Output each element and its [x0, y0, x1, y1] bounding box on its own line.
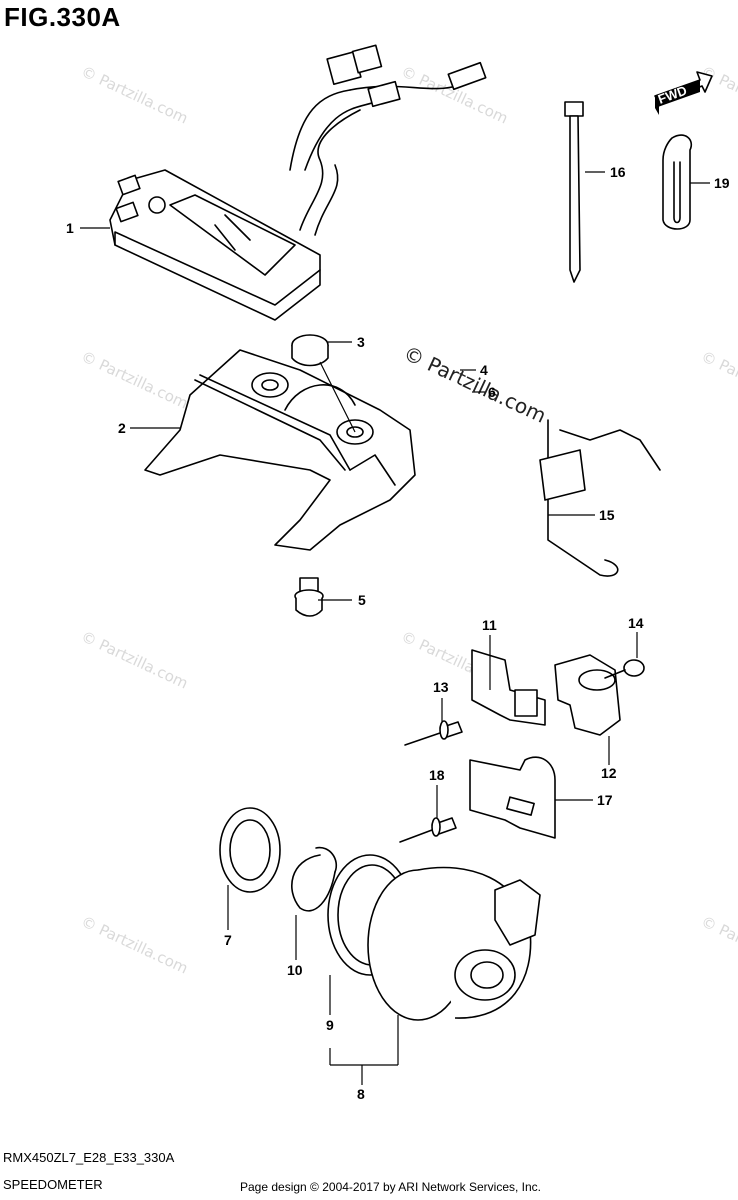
grommet: [291, 334, 356, 433]
watermark: © Partzilla.com: [78, 62, 191, 127]
callout-5: 5: [358, 592, 366, 608]
callout-6: 6: [488, 384, 496, 400]
callout-15: 15: [599, 507, 615, 523]
watermark: © Partzilla.com: [698, 347, 738, 412]
callout-16: 16: [610, 164, 626, 180]
fwd-arrow-icon: FWD: [654, 71, 713, 115]
copyright-credit: Page design © 2004-2017 by ARI Network S…: [240, 1180, 542, 1194]
callout-3: 3: [357, 334, 365, 350]
callout-2: 2: [118, 420, 126, 436]
callout-12: 12: [601, 765, 617, 781]
lock-ring: [219, 807, 281, 893]
callout-leaders: [80, 171, 710, 1085]
callout-10: 10: [287, 962, 303, 978]
callout-7: 7: [224, 932, 232, 948]
fwd-label: FWD: [656, 83, 689, 107]
callout-1: 1: [66, 220, 74, 236]
callout-14: 14: [628, 615, 644, 631]
watermark: © Partzilla.com: [78, 347, 191, 412]
clamp-12: [554, 654, 621, 736]
figure-title: FIG.330A: [4, 2, 121, 32]
wire-clamp: [539, 419, 661, 577]
watermark-prominent: © Partzilla.com: [400, 341, 550, 428]
callout-4: 4: [480, 362, 488, 378]
circlip: [291, 846, 337, 912]
bracket-17: [469, 756, 556, 839]
callout-19: 19: [714, 175, 730, 191]
callout-8: 8: [357, 1086, 365, 1102]
callout-13: 13: [433, 679, 449, 695]
clamp: [662, 134, 692, 230]
speedometer-housing: [367, 866, 541, 1021]
bracket: [144, 349, 416, 551]
speedometer-unit: [109, 44, 487, 321]
plate: [471, 649, 546, 726]
callout-11: 11: [482, 617, 497, 633]
watermark: © Partzilla.com: [78, 627, 191, 692]
screw: [604, 659, 645, 679]
callout-9: 9: [326, 1017, 334, 1033]
rivet-18: [399, 817, 457, 843]
cable-tie: [564, 101, 584, 283]
callout-labels: 1 2 3 4 5 6 7 8 9 10 11 12 13 14 15 16 1…: [66, 164, 730, 1102]
watermark: © Partzilla.com: [698, 912, 738, 977]
watermark: © Partzilla.com: [698, 62, 738, 127]
watermark: © Partzilla.com: [78, 912, 191, 977]
callout-17: 17: [597, 792, 613, 808]
callout-18: 18: [429, 767, 445, 783]
bolt: [294, 577, 324, 617]
diagram-code: RMX450ZL7_E28_E33_330A: [3, 1150, 175, 1165]
rivet-13: [404, 720, 463, 746]
diagram-caption: SPEEDOMETER: [3, 1177, 103, 1192]
